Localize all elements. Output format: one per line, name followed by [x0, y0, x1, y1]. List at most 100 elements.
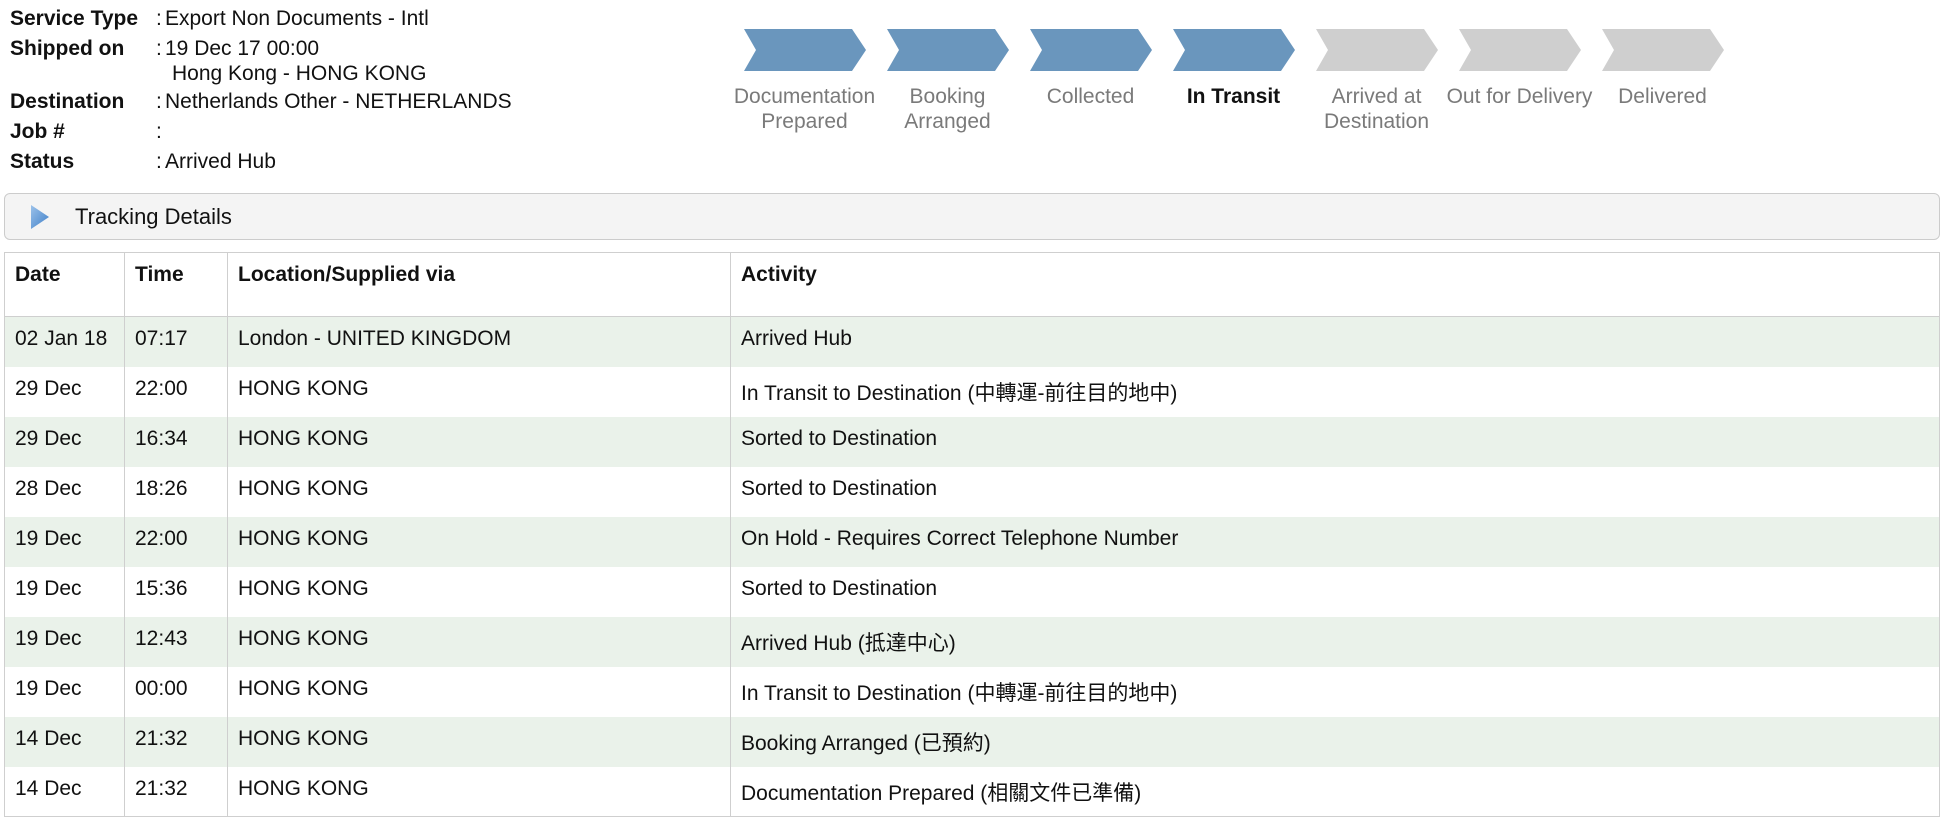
table-header-row: Date Time Location/Supplied via Activity [4, 252, 1940, 317]
progress-step-label: Out for Delivery [1446, 85, 1593, 108]
step-chevron-shape [1172, 29, 1295, 71]
cell-activity: Sorted to Destination [730, 416, 1940, 467]
step-chevron-shape [1458, 29, 1581, 71]
destination-label: Destination [10, 90, 125, 113]
separator: : [156, 37, 162, 60]
cell-activity: In Transit to Destination (中轉運-前往目的地中) [730, 666, 1940, 717]
cell-date: 19 Dec [4, 616, 125, 667]
shipment-info: Service Type : Export Non Documents - In… [10, 4, 512, 177]
cell-location: London - UNITED KINGDOM [227, 316, 731, 367]
cell-date: 14 Dec [4, 766, 125, 817]
cell-time: 21:32 [124, 766, 228, 817]
cell-date: 19 Dec [4, 566, 125, 617]
cell-location: HONG KONG [227, 766, 731, 817]
cell-activity: In Transit to Destination (中轉運-前往目的地中) [730, 366, 1940, 417]
progress-step: Out for Delivery [1447, 29, 1592, 134]
column-header-time: Time [124, 252, 228, 317]
cell-date: 29 Dec [4, 416, 125, 467]
progress-step: Arrived at Destination [1305, 29, 1448, 134]
cell-location: HONG KONG [227, 616, 731, 667]
cell-date: 19 Dec [4, 516, 125, 567]
service-type-value: Export Non Documents - Intl [165, 7, 429, 30]
cell-date: 29 Dec [4, 366, 125, 417]
tracking-details-toggle[interactable]: Tracking Details [4, 193, 1940, 240]
cell-date: 19 Dec [4, 666, 125, 717]
status-label: Status [10, 150, 75, 173]
separator: : [156, 7, 162, 30]
progress-step: Booking Arranged [876, 29, 1019, 134]
shipped-on-value: 19 Dec 17 00:00 Hong Kong - HONG KONG [165, 34, 426, 87]
cell-activity: Sorted to Destination [730, 566, 1940, 617]
column-header-activity: Activity [730, 252, 1940, 317]
cell-activity: Sorted to Destination [730, 466, 1940, 517]
shipped-on-date: 19 Dec 17 00:00 [165, 37, 320, 60]
cell-time: 21:32 [124, 716, 228, 767]
shipped-on-row: Shipped on : 19 Dec 17 00:00 Hong Kong -… [10, 34, 512, 87]
separator: : [156, 150, 162, 173]
shipped-from: Hong Kong - HONG KONG [172, 62, 427, 85]
progress-step-label: In Transit [1186, 85, 1281, 108]
separator: : [156, 120, 162, 143]
progress-step: Collected [1019, 29, 1162, 134]
progress-step: Delivered [1591, 29, 1734, 134]
cell-location: HONG KONG [227, 566, 731, 617]
cell-date: 02 Jan 18 [4, 316, 125, 367]
chevron-right-icon [1315, 29, 1438, 71]
service-type-row: Service Type : Export Non Documents - In… [10, 4, 512, 34]
cell-location: HONG KONG [227, 666, 731, 717]
progress-step-label: Arrived at Destination [1323, 85, 1430, 133]
chevron-right-icon [743, 29, 866, 71]
tracking-table: Date Time Location/Supplied via Activity… [4, 252, 1940, 817]
cell-activity: Booking Arranged (已預約) [730, 716, 1940, 767]
step-chevron-shape [1601, 29, 1724, 71]
cell-time: 16:34 [124, 416, 228, 467]
cell-location: HONG KONG [227, 416, 731, 467]
shipment-progress: Documentation Prepared Booking Arranged Co… [733, 29, 1734, 134]
cell-date: 28 Dec [4, 466, 125, 517]
progress-step-label: Collected [1046, 85, 1135, 108]
status-row: Status : Arrived Hub [10, 147, 512, 177]
progress-step-label: Booking Arranged [904, 85, 991, 133]
chevron-right-icon [1029, 29, 1152, 71]
chevron-right-icon [1458, 29, 1581, 71]
status-value: Arrived Hub [165, 150, 276, 173]
chevron-right-icon [886, 29, 1009, 71]
column-header-location: Location/Supplied via [227, 252, 731, 317]
cell-time: 12:43 [124, 616, 228, 667]
cell-time: 22:00 [124, 516, 228, 567]
chevron-right-icon [1172, 29, 1295, 71]
cell-activity: Arrived Hub (抵達中心) [730, 616, 1940, 667]
job-label: Job # [10, 120, 65, 143]
job-row: Job # : [10, 117, 512, 147]
cell-time: 00:00 [124, 666, 228, 717]
shipped-on-label: Shipped on [10, 37, 125, 60]
cell-location: HONG KONG [227, 516, 731, 567]
destination-value: Netherlands Other - NETHERLANDS [165, 90, 512, 113]
cell-date: 14 Dec [4, 716, 125, 767]
cell-location: HONG KONG [227, 366, 731, 417]
service-type-label: Service Type [10, 7, 139, 30]
triangle-right-icon[interactable] [29, 204, 51, 230]
destination-row: Destination : Netherlands Other - NETHER… [10, 87, 512, 117]
cell-location: HONG KONG [227, 716, 731, 767]
cell-location: HONG KONG [227, 466, 731, 517]
progress-step-label: Documentation Prepared [733, 85, 876, 133]
progress-step-label: Delivered [1618, 85, 1707, 108]
tracking-details-title: Tracking Details [75, 203, 232, 229]
cell-time: 07:17 [124, 316, 228, 367]
progress-step: In Transit [1162, 29, 1305, 134]
chevron-right-icon [1601, 29, 1724, 71]
progress-step: Documentation Prepared [733, 29, 876, 134]
cell-time: 18:26 [124, 466, 228, 517]
column-header-date: Date [4, 252, 125, 317]
